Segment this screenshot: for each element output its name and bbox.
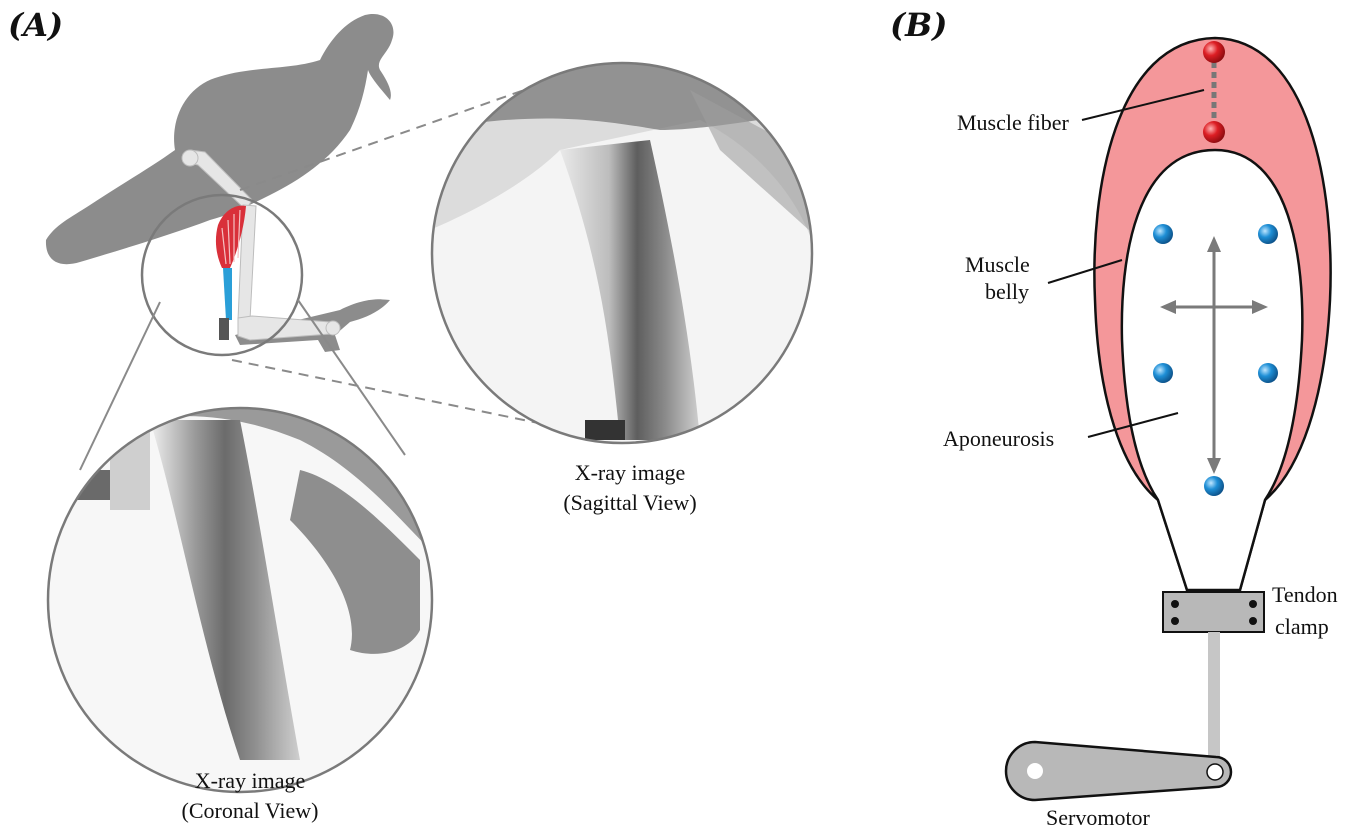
clamp-bolt: [1249, 600, 1257, 608]
clamp-bolt: [1171, 600, 1179, 608]
xray-sagittal-label-1: X-ray image: [575, 460, 686, 485]
aponeurosis-label: Aponeurosis: [943, 426, 1054, 451]
aponeurosis-marker: [1153, 363, 1173, 383]
aponeurosis-marker: [1204, 476, 1224, 496]
tendon: [223, 268, 232, 320]
servomotor-label: Servomotor: [1046, 805, 1151, 830]
xray-sagittal-label-2: (Sagittal View): [563, 490, 696, 515]
aponeurosis-marker: [1258, 363, 1278, 383]
tendon-clamp-label-1: Tendon: [1272, 582, 1338, 607]
clamp-small: [219, 318, 229, 340]
xray-coronal-label-1: X-ray image: [195, 768, 306, 793]
panel-a-letter: (A): [8, 6, 63, 44]
aponeurosis-marker: [1153, 224, 1173, 244]
muscle-belly-label-1: Muscle: [965, 252, 1030, 277]
servo-pivot: [1027, 763, 1043, 779]
aponeurosis-marker: [1258, 224, 1278, 244]
xray-coronal-label-2: (Coronal View): [182, 798, 319, 823]
servo-attachment: [1207, 764, 1223, 780]
clamp-bolt: [1171, 617, 1179, 625]
servo-rod: [1208, 632, 1220, 772]
xray-coronal: [40, 400, 440, 800]
muscle-belly-label-2: belly: [985, 279, 1029, 304]
muscle-fiber-marker-top: [1203, 41, 1225, 63]
tendon-clamp: [1163, 592, 1264, 632]
muscle-fiber-marker-bottom: [1203, 121, 1225, 143]
muscle-fiber-label: Muscle fiber: [957, 110, 1069, 135]
tendon-clamp-label-2: clamp: [1275, 614, 1329, 639]
panel-b-letter: (B): [890, 6, 947, 44]
clamp-bolt: [1249, 617, 1257, 625]
